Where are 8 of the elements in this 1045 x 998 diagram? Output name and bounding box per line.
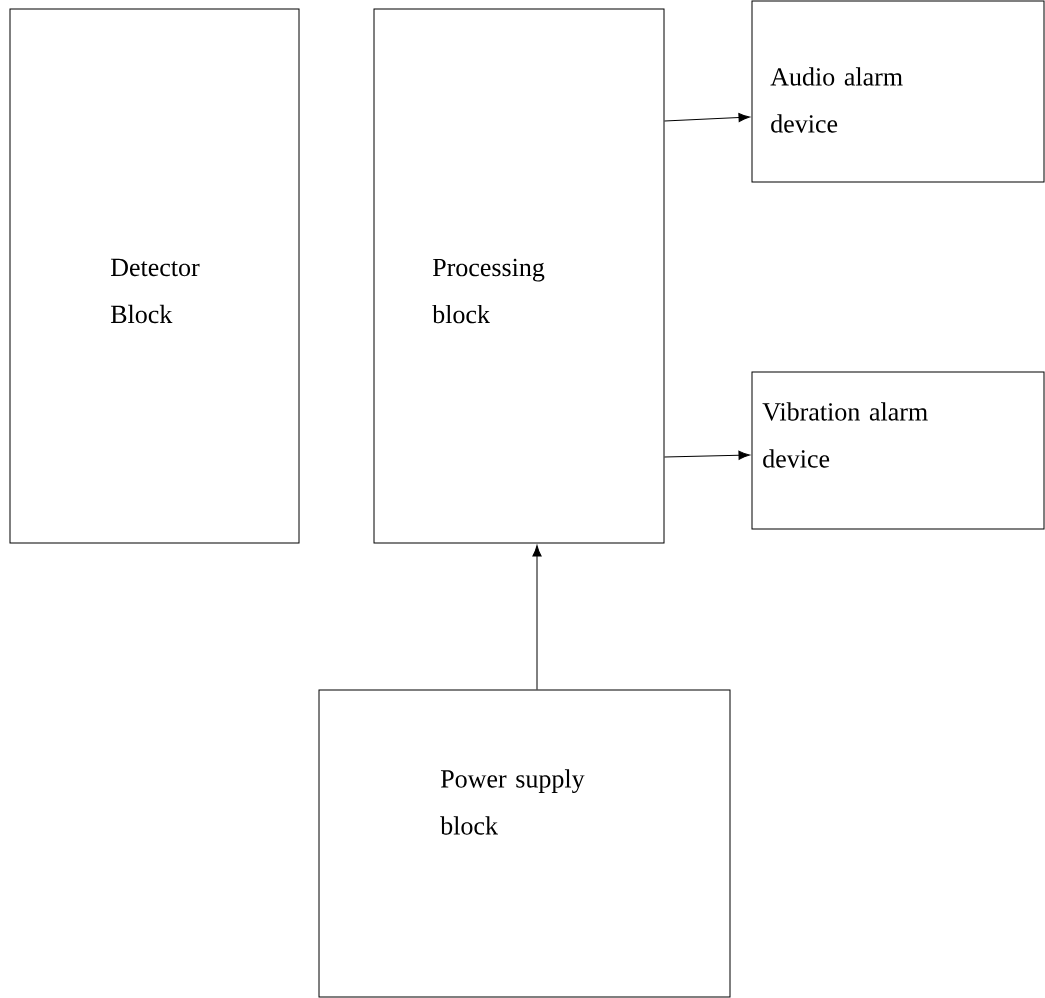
block-box: Vibration alarm device [751,371,1045,530]
arrow [664,112,750,123]
block-box: Detector Block [9,8,300,544]
arrow [664,450,750,460]
block-box: Power supply block [318,689,731,998]
block-box: Processing block [373,8,665,544]
arrow [532,545,542,690]
block-box: Audio alarm device [751,0,1045,183]
